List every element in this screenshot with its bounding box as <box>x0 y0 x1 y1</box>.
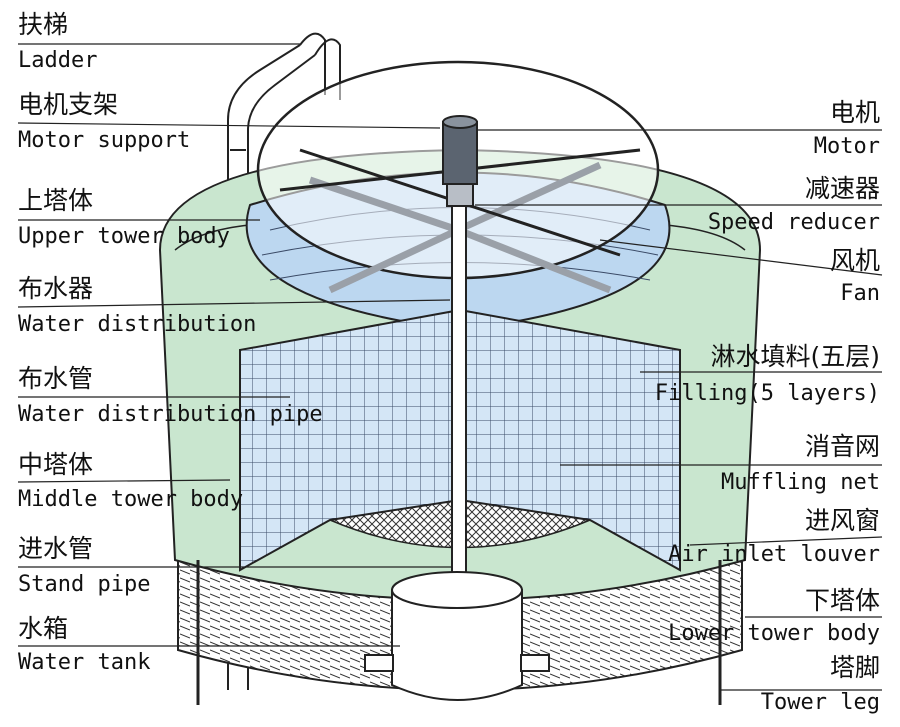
label-water-tank-en: Water tank <box>18 650 151 675</box>
label-fan-zh: 风机 <box>829 246 880 275</box>
label-ladder-zh: 扶梯 <box>18 10 69 39</box>
label-middle-tower-body-en: Middle tower body <box>18 487 244 512</box>
label-upper-tower-body-zh: 上塔体 <box>18 186 94 215</box>
label-filling-zh: 淋水填料(五层) <box>710 342 880 371</box>
label-stand-pipe-zh: 进水管 <box>18 534 94 563</box>
label-water-distribution-pipe-zh: 布水管 <box>18 364 94 393</box>
label-speed-reducer-en: Speed reducer <box>707 210 880 235</box>
label-motor-support-zh: 电机支架 <box>18 90 119 119</box>
label-lower-tower-body-zh: 下塔体 <box>804 586 880 615</box>
label-motor-support-en: Motor support <box>18 128 191 153</box>
label-water-distribution-en: Water distribution <box>18 312 257 337</box>
label-air-inlet-louver-en: Air inlet louver <box>668 542 880 567</box>
label-air-inlet-louver-zh: 进风窗 <box>804 506 880 535</box>
label-upper-tower-body-en: Upper tower body <box>18 224 230 249</box>
label-ladder-en: Ladder <box>18 48 98 73</box>
label-motor-zh: 电机 <box>829 98 880 127</box>
label-lower-tower-body-en: Lower tower body <box>668 621 880 646</box>
label-speed-reducer-zh: 减速器 <box>804 174 880 203</box>
label-water-distribution-pipe-en: Water distribution pipe <box>18 402 323 427</box>
water-tank <box>364 571 550 701</box>
label-motor-en: Motor <box>813 134 880 159</box>
stand-pipe <box>451 205 467 617</box>
label-muffling-net-zh: 消音网 <box>804 432 880 461</box>
tower-legs <box>196 560 722 705</box>
label-fan-en: Fan <box>840 281 880 306</box>
label-tower-leg-en: Tower leg <box>760 690 880 715</box>
filling-blocks <box>239 308 681 572</box>
label-stand-pipe-en: Stand pipe <box>18 572 151 597</box>
label-tower-leg-zh: 塔脚 <box>829 653 880 682</box>
label-middle-tower-body-zh: 中塔体 <box>18 450 94 479</box>
label-water-distribution-zh: 布水器 <box>18 274 94 303</box>
label-filling-en: Filling(5 layers) <box>654 381 880 406</box>
label-water-tank-zh: 水箱 <box>18 614 69 643</box>
label-muffling-net-en: Muffling net <box>721 470 880 495</box>
leader-lines <box>17 43 883 691</box>
motor <box>442 115 478 207</box>
